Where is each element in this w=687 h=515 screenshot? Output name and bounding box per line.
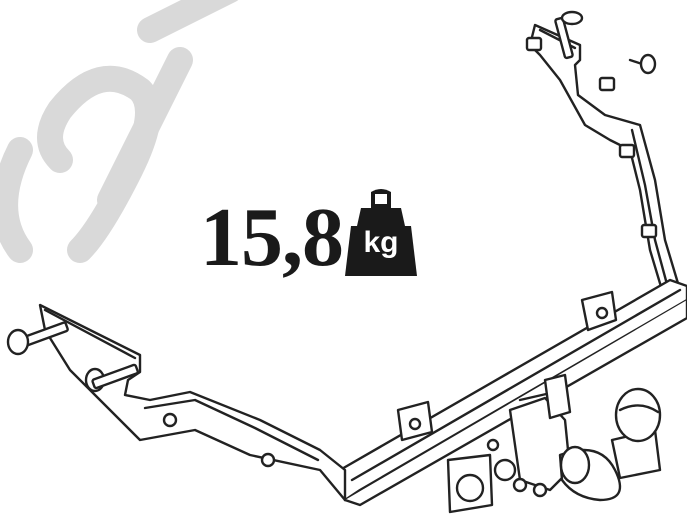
right-bracket [528,23,682,302]
bolt [554,16,574,60]
left-bracket [38,303,347,502]
weight-unit: kg [363,226,399,259]
weight-icon [345,189,417,276]
watermark [0,0,239,263]
tow-ball [614,387,662,443]
weight-value: 15,8 [200,191,344,284]
